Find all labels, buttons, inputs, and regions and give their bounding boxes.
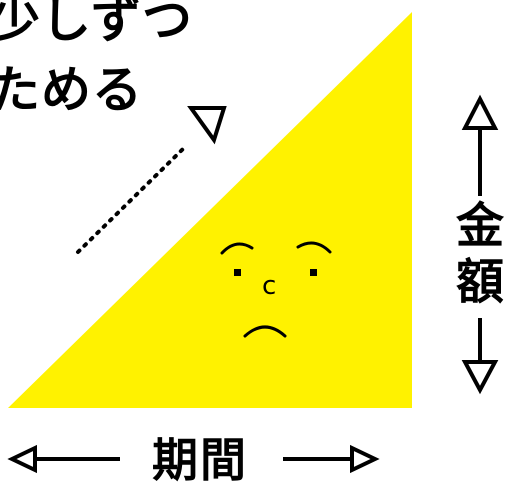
frown-mouth [243,325,287,338]
period-left-arrow-icon [7,444,37,474]
growth-arrowhead-icon [187,106,227,145]
left-eyebrow [220,242,254,255]
period-right-arrow-icon [350,444,380,474]
amount-down-arrow-icon [461,360,499,395]
face-letter: c [262,271,276,301]
amount-up-arrow-icon [461,94,499,130]
headline-line-2: ためる [0,61,143,119]
period-axis-label: 期間 [152,433,248,487]
savings-triangle [8,12,412,408]
growth-dotted-line [76,144,188,254]
left-eye [234,269,241,276]
amount-axis-label: 金額 [455,198,504,310]
headline-line-1: 少しずつ [0,0,193,49]
right-eye [310,269,317,276]
right-eyebrow [296,241,332,254]
